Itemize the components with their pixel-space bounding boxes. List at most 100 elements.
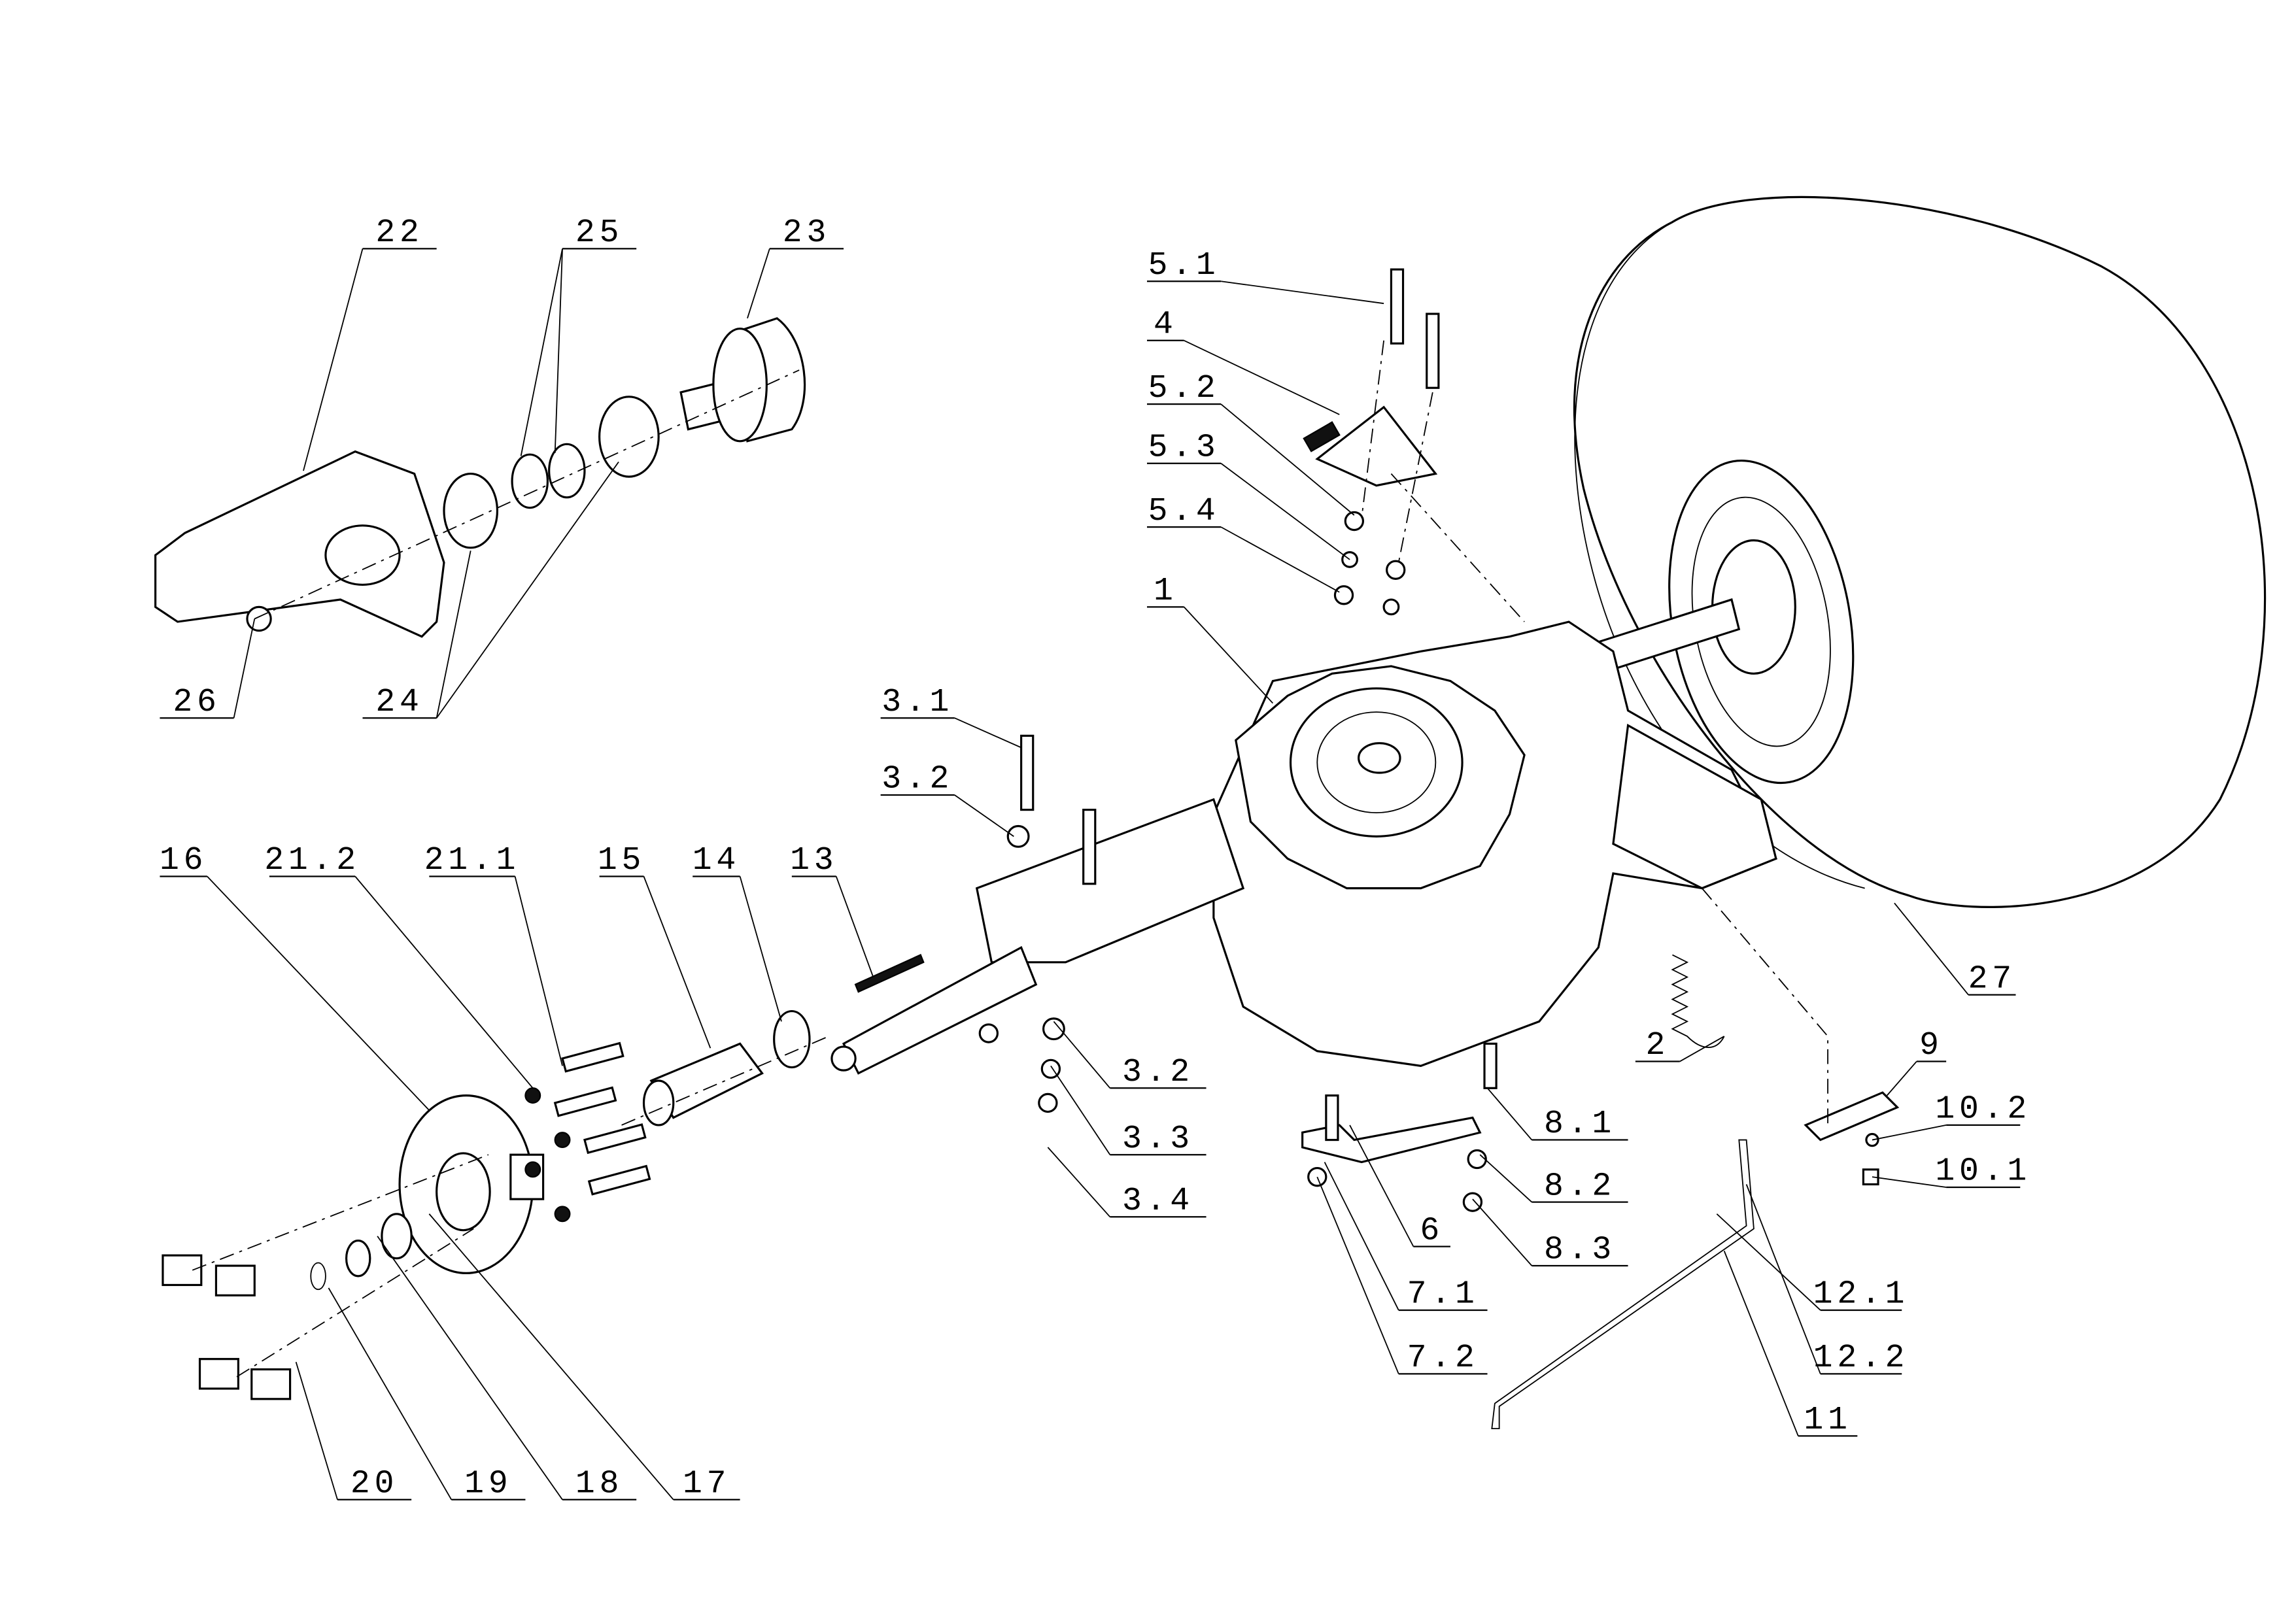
- callout-number: 14: [693, 842, 740, 879]
- callout-number: 5.4: [1148, 493, 1220, 530]
- callout-11: 11: [1723, 1251, 1858, 1438]
- callout-13: 13: [790, 842, 874, 977]
- leader-line: [954, 794, 1014, 837]
- leader-line: [1324, 1162, 1399, 1311]
- callout-number: 22: [375, 214, 423, 251]
- callout-number: 10.1: [1935, 1153, 2031, 1190]
- leader-line: [1894, 902, 1969, 996]
- bolt-part: [1390, 268, 1405, 345]
- callout-number: 8.2: [1544, 1168, 1616, 1204]
- callout-number: 3.2: [882, 761, 953, 798]
- callout-27: 27: [1894, 902, 2016, 997]
- leader-line: [1479, 1154, 1533, 1203]
- callout-number: 3.4: [1122, 1183, 1194, 1219]
- leader-line: [1221, 280, 1384, 305]
- callout-1: 1: [1147, 573, 1274, 704]
- washer-part: [381, 1213, 413, 1260]
- callout-6: 6: [1349, 1125, 1450, 1249]
- bearing-part: [598, 396, 660, 478]
- callout-2: 2: [1635, 1027, 1725, 1064]
- screw-part: [1862, 1168, 1879, 1186]
- callout-number: 2: [1645, 1027, 1669, 1064]
- leader-line: [295, 1361, 338, 1500]
- leader-line: [554, 248, 563, 453]
- hub-bolts-part: [524, 1041, 651, 1223]
- bracket-part: [1301, 1116, 1482, 1164]
- washer-part: [1006, 824, 1030, 848]
- leader-line: [1050, 1065, 1111, 1155]
- leader-line: [377, 1236, 563, 1500]
- callout-17: 17: [428, 1213, 740, 1502]
- leader-line: [954, 717, 1021, 749]
- callout-number: 5.1: [1148, 247, 1220, 284]
- leader-line: [303, 248, 364, 471]
- leader-line: [328, 1287, 453, 1500]
- callout-number: 8.1: [1544, 1106, 1616, 1142]
- callout-number: 3.2: [1122, 1054, 1194, 1091]
- callout-number: 20: [351, 1465, 398, 1502]
- callout-number: 18: [575, 1465, 623, 1502]
- seal-part: [345, 1239, 371, 1277]
- callout-9: 9: [1886, 1027, 1947, 1096]
- leader-line: [1886, 1060, 1917, 1096]
- callout-12-2: 12.2: [1745, 1184, 1909, 1376]
- callout-number: 26: [173, 684, 220, 720]
- callout-number: 13: [790, 842, 838, 879]
- leader-line: [514, 876, 563, 1066]
- spring-part: [1671, 954, 1725, 1048]
- callout-16: 16: [160, 842, 430, 1111]
- leader-line: [1183, 606, 1274, 704]
- callout-number: 24: [375, 684, 423, 720]
- lever-part: [1804, 1091, 1900, 1142]
- callout-5-2: 5.2: [1147, 370, 1355, 516]
- callout-number: 5.2: [1148, 370, 1220, 407]
- callout-4: 4: [1147, 306, 1340, 415]
- circlip-part: [511, 453, 549, 509]
- callout-15: 15: [598, 842, 711, 1049]
- callout-number: 8.3: [1544, 1232, 1616, 1268]
- callout-number: 3.1: [882, 684, 953, 720]
- callout-number: 9: [1919, 1027, 1943, 1064]
- callout-19: 19: [328, 1287, 526, 1502]
- wheel-hub-part: [398, 1094, 545, 1274]
- callout-number: 15: [598, 842, 645, 879]
- hub-shaft-part: [679, 317, 806, 443]
- callout-number: 11: [1804, 1402, 1851, 1438]
- callout-number: 7.1: [1407, 1276, 1479, 1313]
- callout-5-3: 5.3: [1147, 429, 1350, 560]
- leader-line: [354, 875, 534, 1089]
- callout-number: 21.1: [424, 842, 521, 879]
- bracket-part: [154, 450, 445, 638]
- callout-number: 27: [1968, 960, 2016, 997]
- leader-line: [1047, 1147, 1111, 1217]
- callout-7-1: 7.1: [1324, 1162, 1488, 1313]
- leader-line: [835, 876, 874, 977]
- callout-number: 21.2: [264, 842, 360, 879]
- leader-line: [1472, 1198, 1533, 1266]
- callout-8-3: 8.3: [1472, 1198, 1628, 1268]
- callout-14: 14: [693, 842, 782, 1022]
- nut-part: [1462, 1192, 1483, 1212]
- washer-part: [1386, 560, 1406, 580]
- leader-line: [1745, 1184, 1821, 1374]
- leader-line: [1220, 526, 1340, 593]
- plate-lug: [1303, 421, 1341, 452]
- callout-3-1: 3.1: [880, 684, 1021, 749]
- bolt-part: [1325, 1094, 1339, 1142]
- leader-line: [739, 876, 782, 1022]
- callout-number: 12.2: [1813, 1340, 1909, 1376]
- leader-line: [1316, 1176, 1399, 1374]
- callout-22: 22: [303, 214, 437, 471]
- callout-10-1: 10.1: [1872, 1153, 2031, 1190]
- nut-part: [1382, 598, 1400, 616]
- callout-number: 1: [1154, 573, 1178, 609]
- washer-part: [1467, 1149, 1487, 1170]
- mounting-plate-part: [1315, 405, 1438, 487]
- leader-line: [1723, 1251, 1799, 1436]
- leader-line: [1349, 1125, 1414, 1247]
- callout-number: 23: [783, 214, 830, 251]
- washer-part: [1042, 1017, 1065, 1041]
- callout-5-1: 5.1: [1147, 247, 1384, 305]
- bearing-part: [443, 473, 499, 549]
